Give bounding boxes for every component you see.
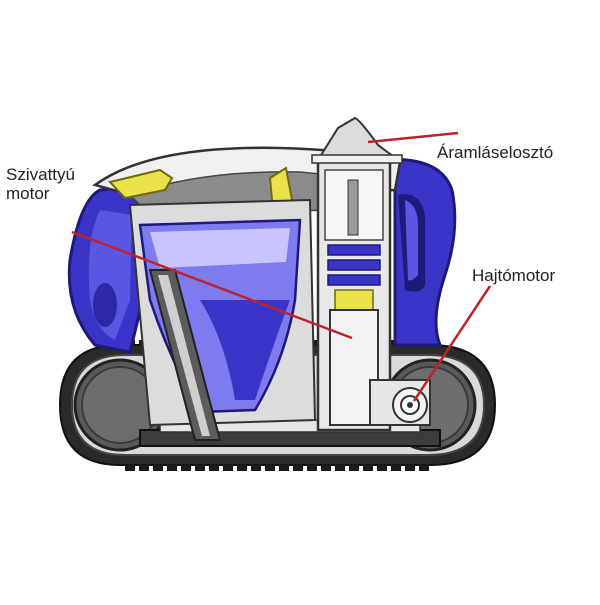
filter-hopper-highlight <box>150 228 290 268</box>
impeller-shaft <box>347 179 359 236</box>
rear-body-vent <box>93 283 117 327</box>
track-tread <box>181 465 191 471</box>
leader-line-flow-distributor <box>367 131 459 144</box>
track-tread <box>405 465 415 471</box>
track-tread <box>237 465 247 471</box>
pump-motor-label: Szivattyú motor <box>6 165 75 203</box>
flow-distributor-label: Áramláselosztó <box>437 143 554 162</box>
pump-motor-label-line1: Szivattyú <box>6 165 75 184</box>
track-tread <box>167 465 177 471</box>
track-tread <box>251 465 261 471</box>
track-tread <box>377 465 387 471</box>
track-tread <box>153 465 163 471</box>
track-tread <box>349 465 359 471</box>
intake-channel-inner <box>158 275 210 436</box>
pump-motor-label-line2: motor <box>6 184 50 203</box>
motor-coupling <box>334 289 374 311</box>
track-tread <box>265 465 275 471</box>
track-tread <box>391 465 401 471</box>
flow-distributor-rim <box>311 154 403 164</box>
track-tread <box>321 465 331 471</box>
filter-hopper-shade <box>200 300 290 400</box>
spring-coils <box>327 244 381 286</box>
track-tread <box>223 465 233 471</box>
track-tread <box>335 465 345 471</box>
flow-distributor-nozzle <box>316 116 401 161</box>
track-tread <box>209 465 219 471</box>
track-tread <box>125 465 135 471</box>
track-tread <box>195 465 205 471</box>
yellow-handle <box>108 168 174 200</box>
track-tread <box>363 465 373 471</box>
track-tread <box>279 465 289 471</box>
front-body-highlight <box>405 200 418 281</box>
drive-motor-axle <box>407 402 413 408</box>
leader-line-drive-motor <box>412 285 492 402</box>
track-tread <box>419 465 429 471</box>
track-tread <box>293 465 303 471</box>
drive-motor-label: Hajtómotor <box>472 266 556 285</box>
track-tread <box>139 465 149 471</box>
leader-line-pump-motor <box>71 230 353 340</box>
track-tread <box>307 465 317 471</box>
